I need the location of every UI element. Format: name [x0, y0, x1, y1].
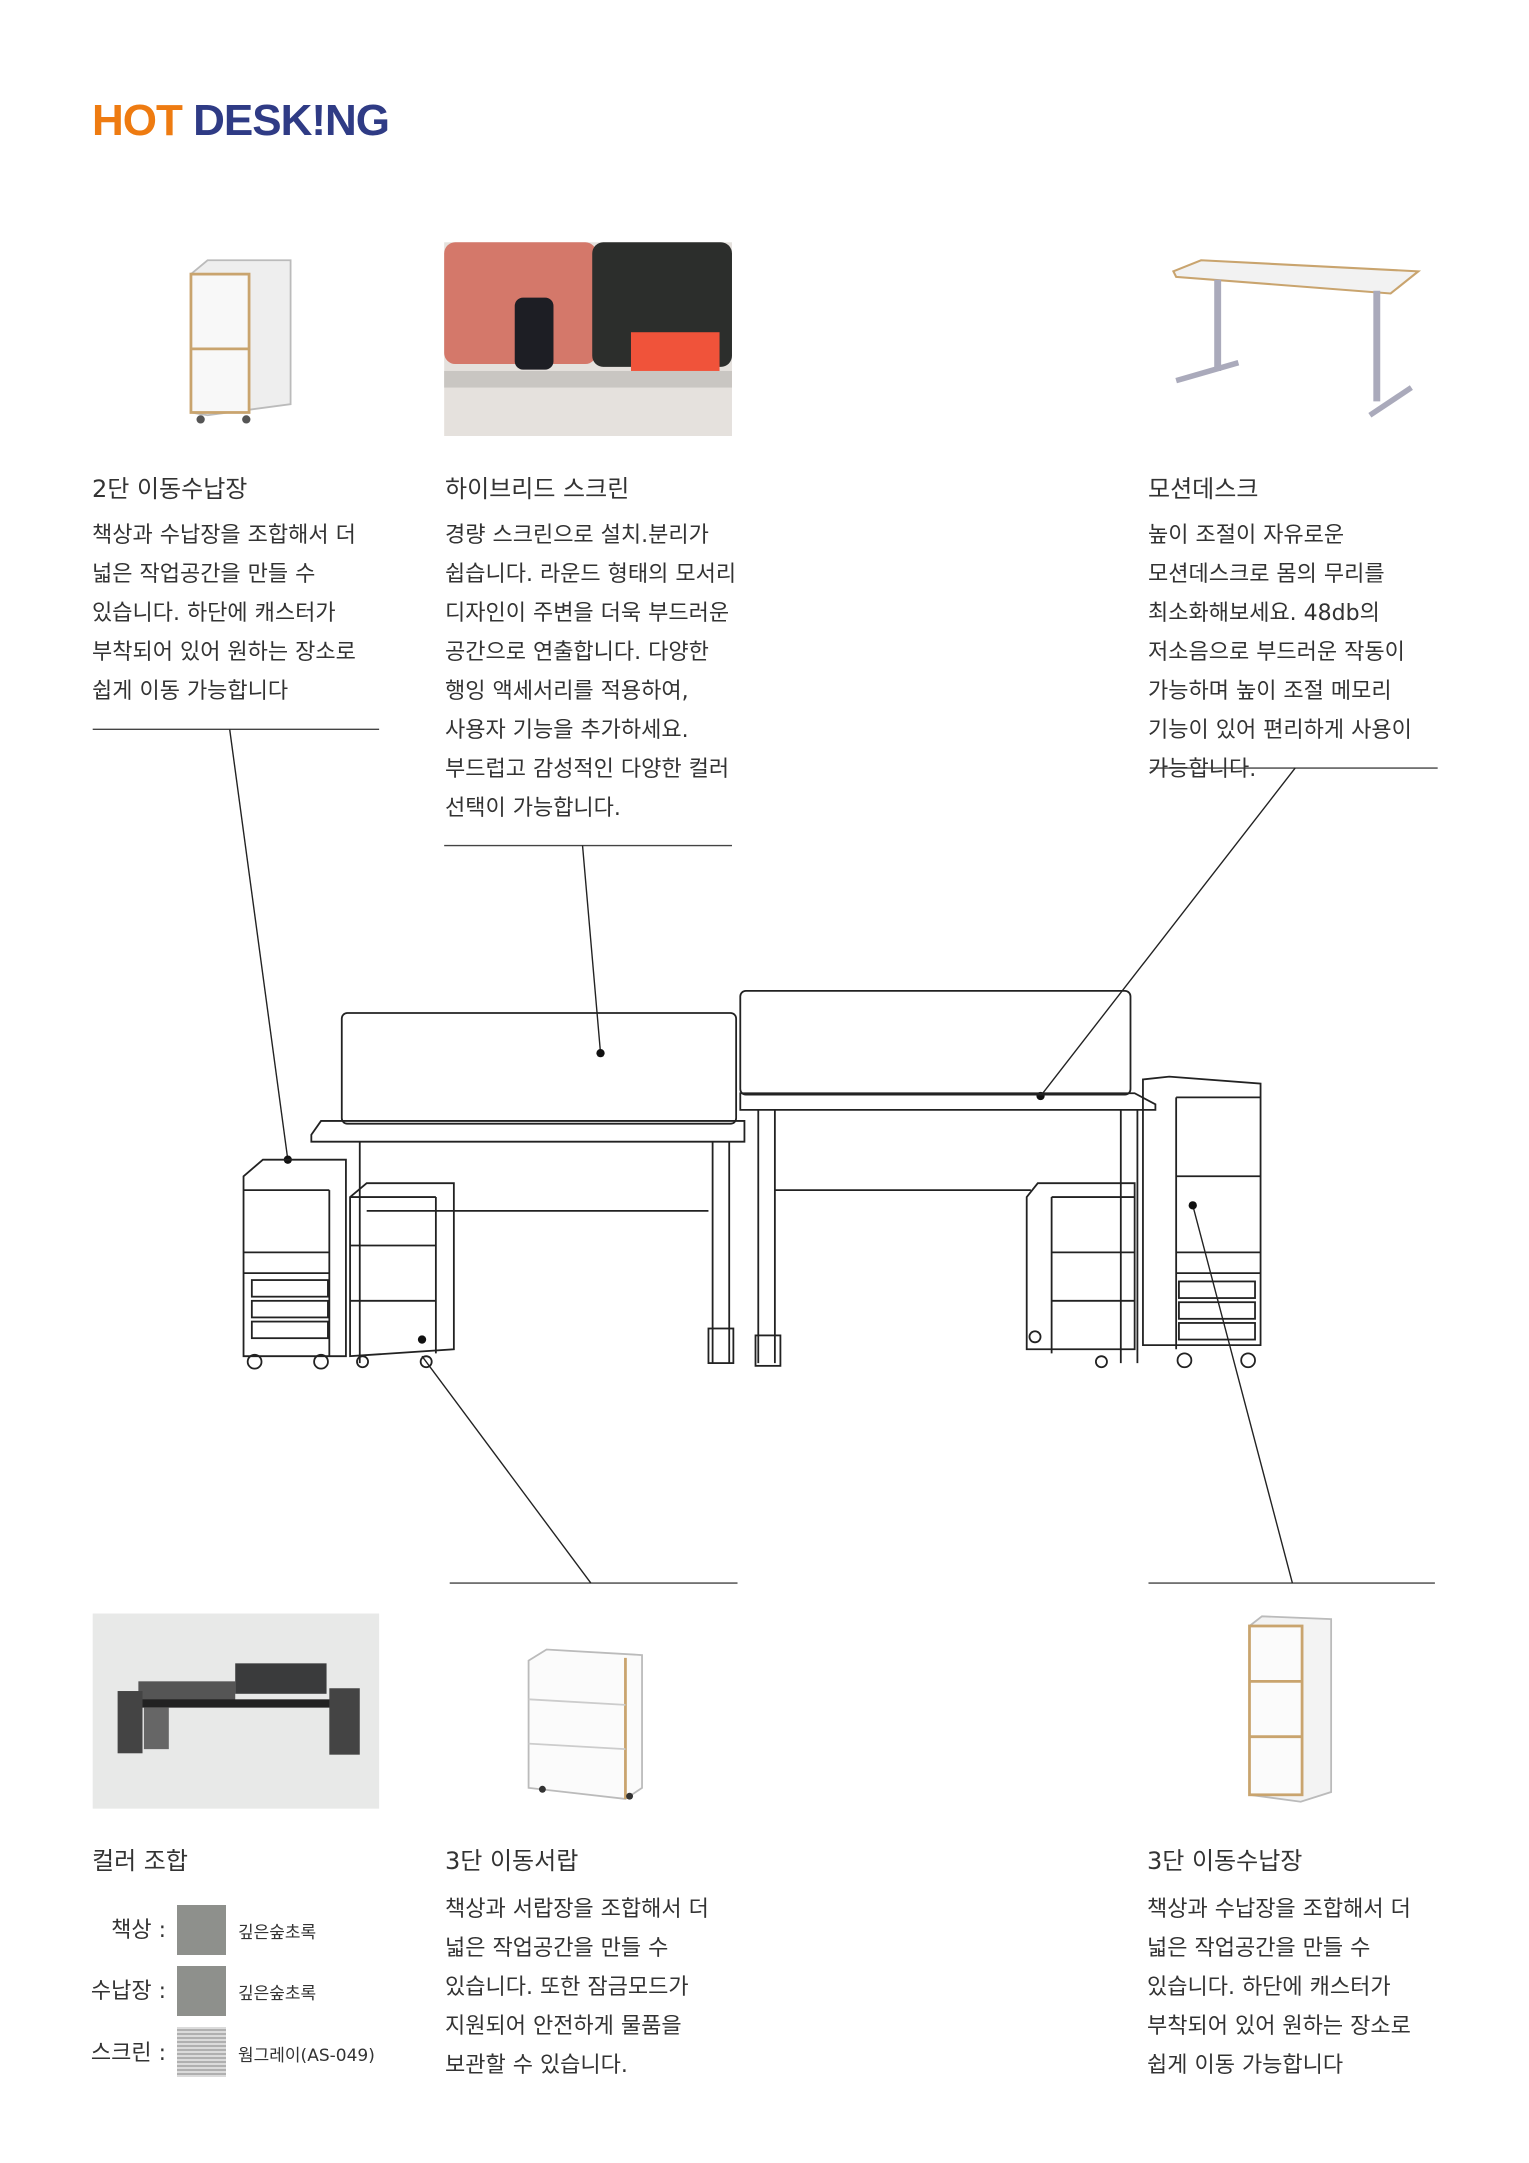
hybrid-screen-photo [444, 242, 732, 436]
product-title: 하이브리드 스크린 [445, 475, 630, 503]
color-value: 깊은숲초록 [238, 1923, 317, 1943]
screen-fabric-swatch [177, 2027, 226, 2077]
color-combo-title: 컬러 조합 [92, 1847, 188, 1875]
color-swatch [177, 1966, 226, 2016]
product-title: 2단 이동수납장 [92, 475, 248, 503]
hot-desking-logo: HOT DESK!NG [92, 96, 390, 145]
color-label: 책상 : [111, 1918, 166, 1943]
three-tier-cabinet-image [1248, 1615, 1333, 1803]
color-value: 웜그레이(AS-049) [238, 2046, 375, 2066]
product-title: 3단 이동서랍 [445, 1847, 579, 1875]
product-title: 모션데스크 [1148, 475, 1259, 503]
color-swatch [177, 1905, 226, 1955]
desk-set-drawing [242, 989, 1262, 1370]
product-description: 높이 조절이 자유로운 모션데스크로 몸의 무리를 최소화해보세요. 48db의… [1148, 523, 1412, 782]
color-value: 깊은숲초록 [238, 1984, 317, 2004]
product-description: 경량 스크린으로 설치.분리가 쉽습니다. 라운드 형태의 모서리 디자인이 주… [445, 523, 737, 821]
product-description: 책상과 수납장을 조합해서 더 넓은 작업공간을 만들 수 있습니다. 하단에 … [1147, 1897, 1411, 2078]
product-description: 책상과 수납장을 조합해서 더 넓은 작업공간을 만들 수 있습니다. 하단에 … [92, 523, 356, 704]
three-tier-drawer-image [527, 1648, 643, 1800]
product-title: 3단 이동수납장 [1147, 1847, 1303, 1875]
two-tier-cabinet-image [189, 259, 292, 424]
color-label: 수납장 : [90, 1979, 166, 2004]
motion-desk-image [1171, 259, 1422, 418]
color-label: 스크린 : [90, 2041, 166, 2066]
product-description: 책상과 서랍장을 조합해서 더 넓은 작업공간을 만들 수 있습니다. 또한 잠… [445, 1897, 709, 2078]
color-combination-photo [92, 1613, 380, 1809]
